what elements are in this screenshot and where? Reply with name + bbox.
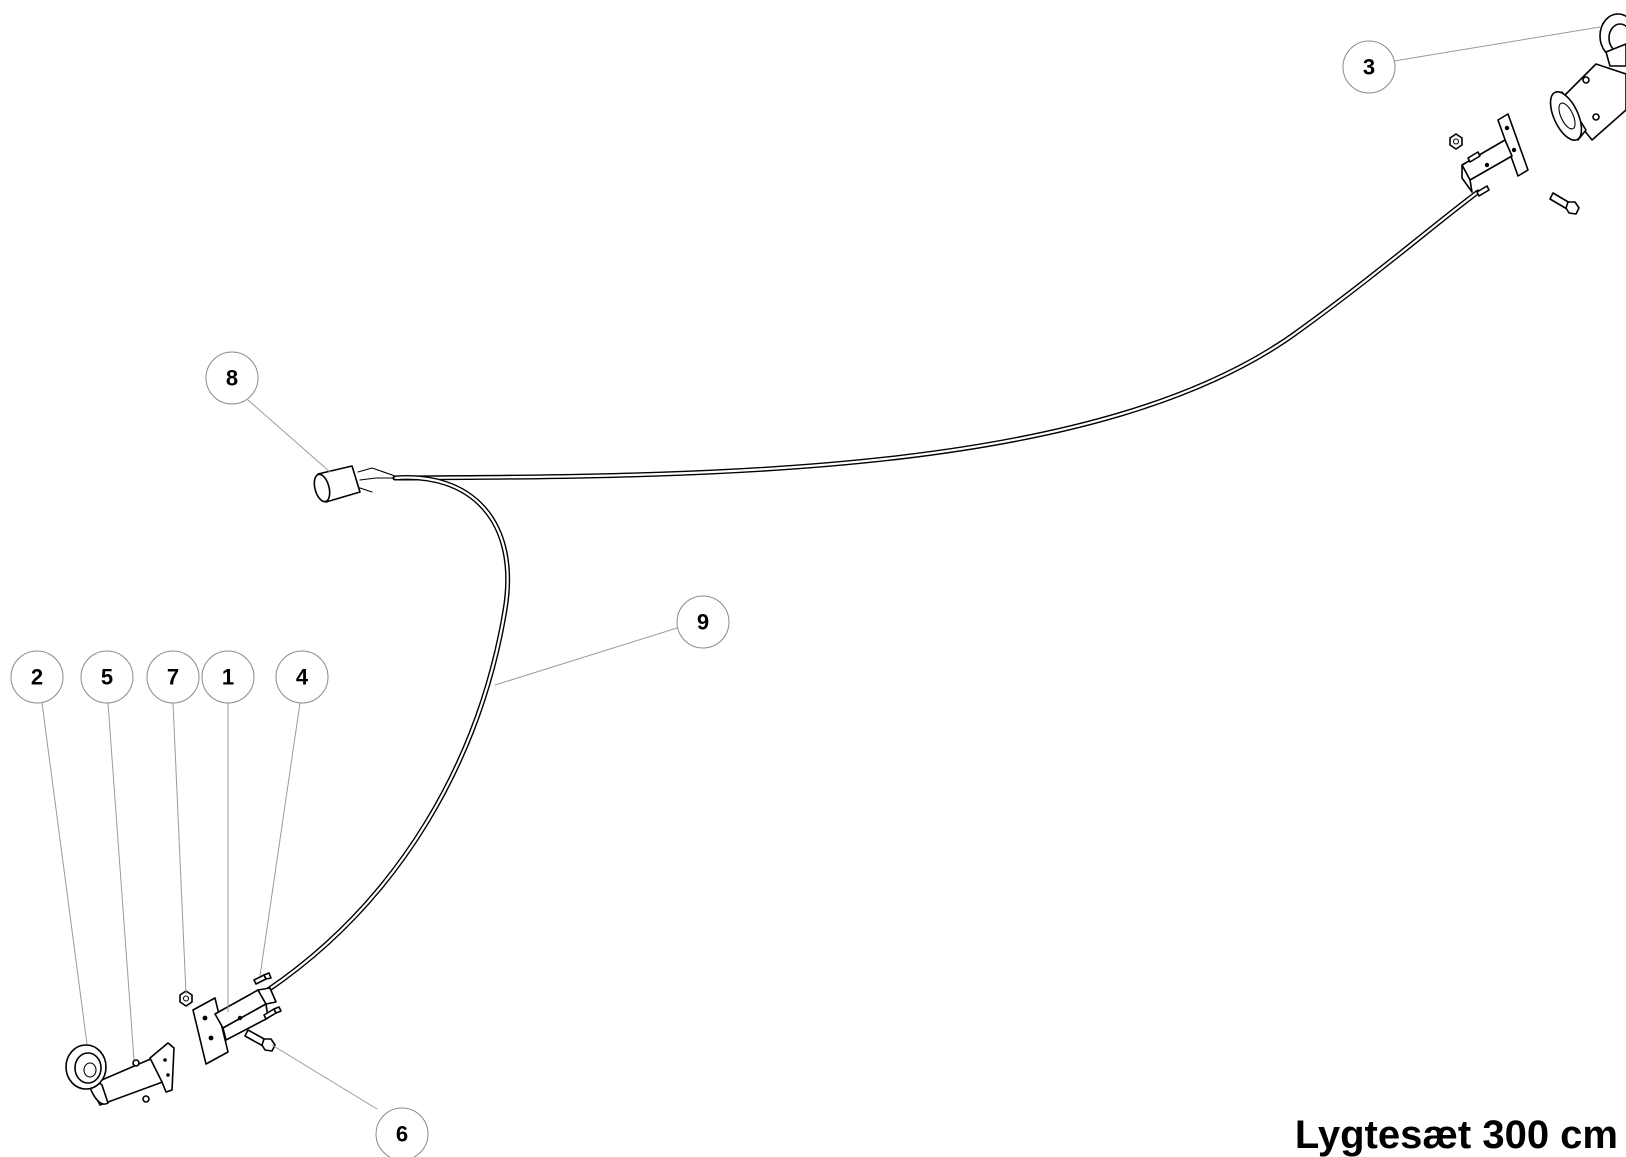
leader-4 bbox=[259, 702, 301, 977]
leader-5 bbox=[107, 702, 135, 1061]
lamp-right bbox=[1549, 13, 1626, 141]
bolt-right bbox=[1549, 192, 1580, 215]
callout-number: 8 bbox=[226, 366, 238, 391]
small-bolt-left bbox=[253, 972, 272, 985]
small-bolt-right bbox=[1467, 151, 1490, 197]
drawing-title: Lygtesæt 300 cm bbox=[1294, 1113, 1618, 1157]
callout-balloon-8: 8 bbox=[205, 351, 259, 405]
bracket-right bbox=[1461, 113, 1529, 193]
cable-right bbox=[392, 189, 1481, 481]
leader-lines bbox=[41, 26, 1601, 1110]
callout-number: 2 bbox=[31, 665, 43, 690]
callout-number: 6 bbox=[396, 1122, 408, 1147]
leader-9 bbox=[494, 627, 678, 686]
lamp-left bbox=[65, 1042, 175, 1106]
leader-8 bbox=[247, 399, 331, 473]
small-bolt-left-2 bbox=[263, 1006, 282, 1020]
callout-balloon-4: 4 bbox=[275, 650, 329, 704]
callout-number: 4 bbox=[296, 665, 309, 690]
callout-number: 7 bbox=[167, 665, 179, 690]
lamp-screw-left bbox=[132, 1059, 150, 1103]
bolt-left bbox=[244, 1029, 276, 1052]
callout-number: 5 bbox=[101, 665, 113, 690]
cable-left bbox=[265, 475, 511, 993]
callout-balloon-2: 2 bbox=[10, 650, 64, 704]
callout-balloon-9: 9 bbox=[676, 595, 730, 649]
callout-number: 9 bbox=[697, 610, 709, 635]
leader-3 bbox=[1393, 26, 1601, 62]
callout-balloon-6: 6 bbox=[375, 1107, 429, 1157]
callout-number: 1 bbox=[222, 665, 234, 690]
callout-number: 3 bbox=[1363, 55, 1375, 80]
callout-balloon-3: 3 bbox=[1342, 40, 1396, 94]
nut-right bbox=[1449, 133, 1463, 150]
leader-6 bbox=[271, 1044, 378, 1110]
callout-balloon-5: 5 bbox=[80, 650, 134, 704]
callout-balloon-7: 7 bbox=[146, 650, 200, 704]
leader-2 bbox=[41, 702, 88, 1045]
callout-balloon-1: 1 bbox=[201, 650, 255, 704]
bracket-left bbox=[192, 987, 277, 1065]
leader-7 bbox=[172, 702, 187, 995]
connector-plug bbox=[313, 465, 396, 503]
